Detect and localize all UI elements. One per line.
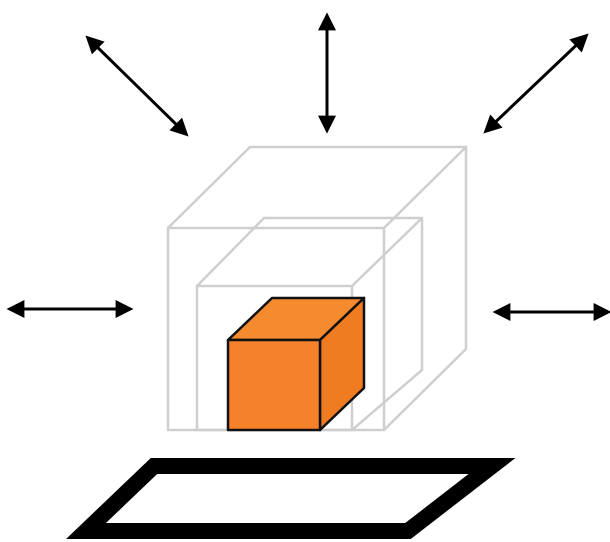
arrow-diagonal-up-left-icon [85,35,189,137]
base-plate [66,458,516,539]
arrow-diagonal-up-right-icon [483,33,589,134]
orange-cube [226,296,366,432]
cube-front-face [226,338,322,432]
